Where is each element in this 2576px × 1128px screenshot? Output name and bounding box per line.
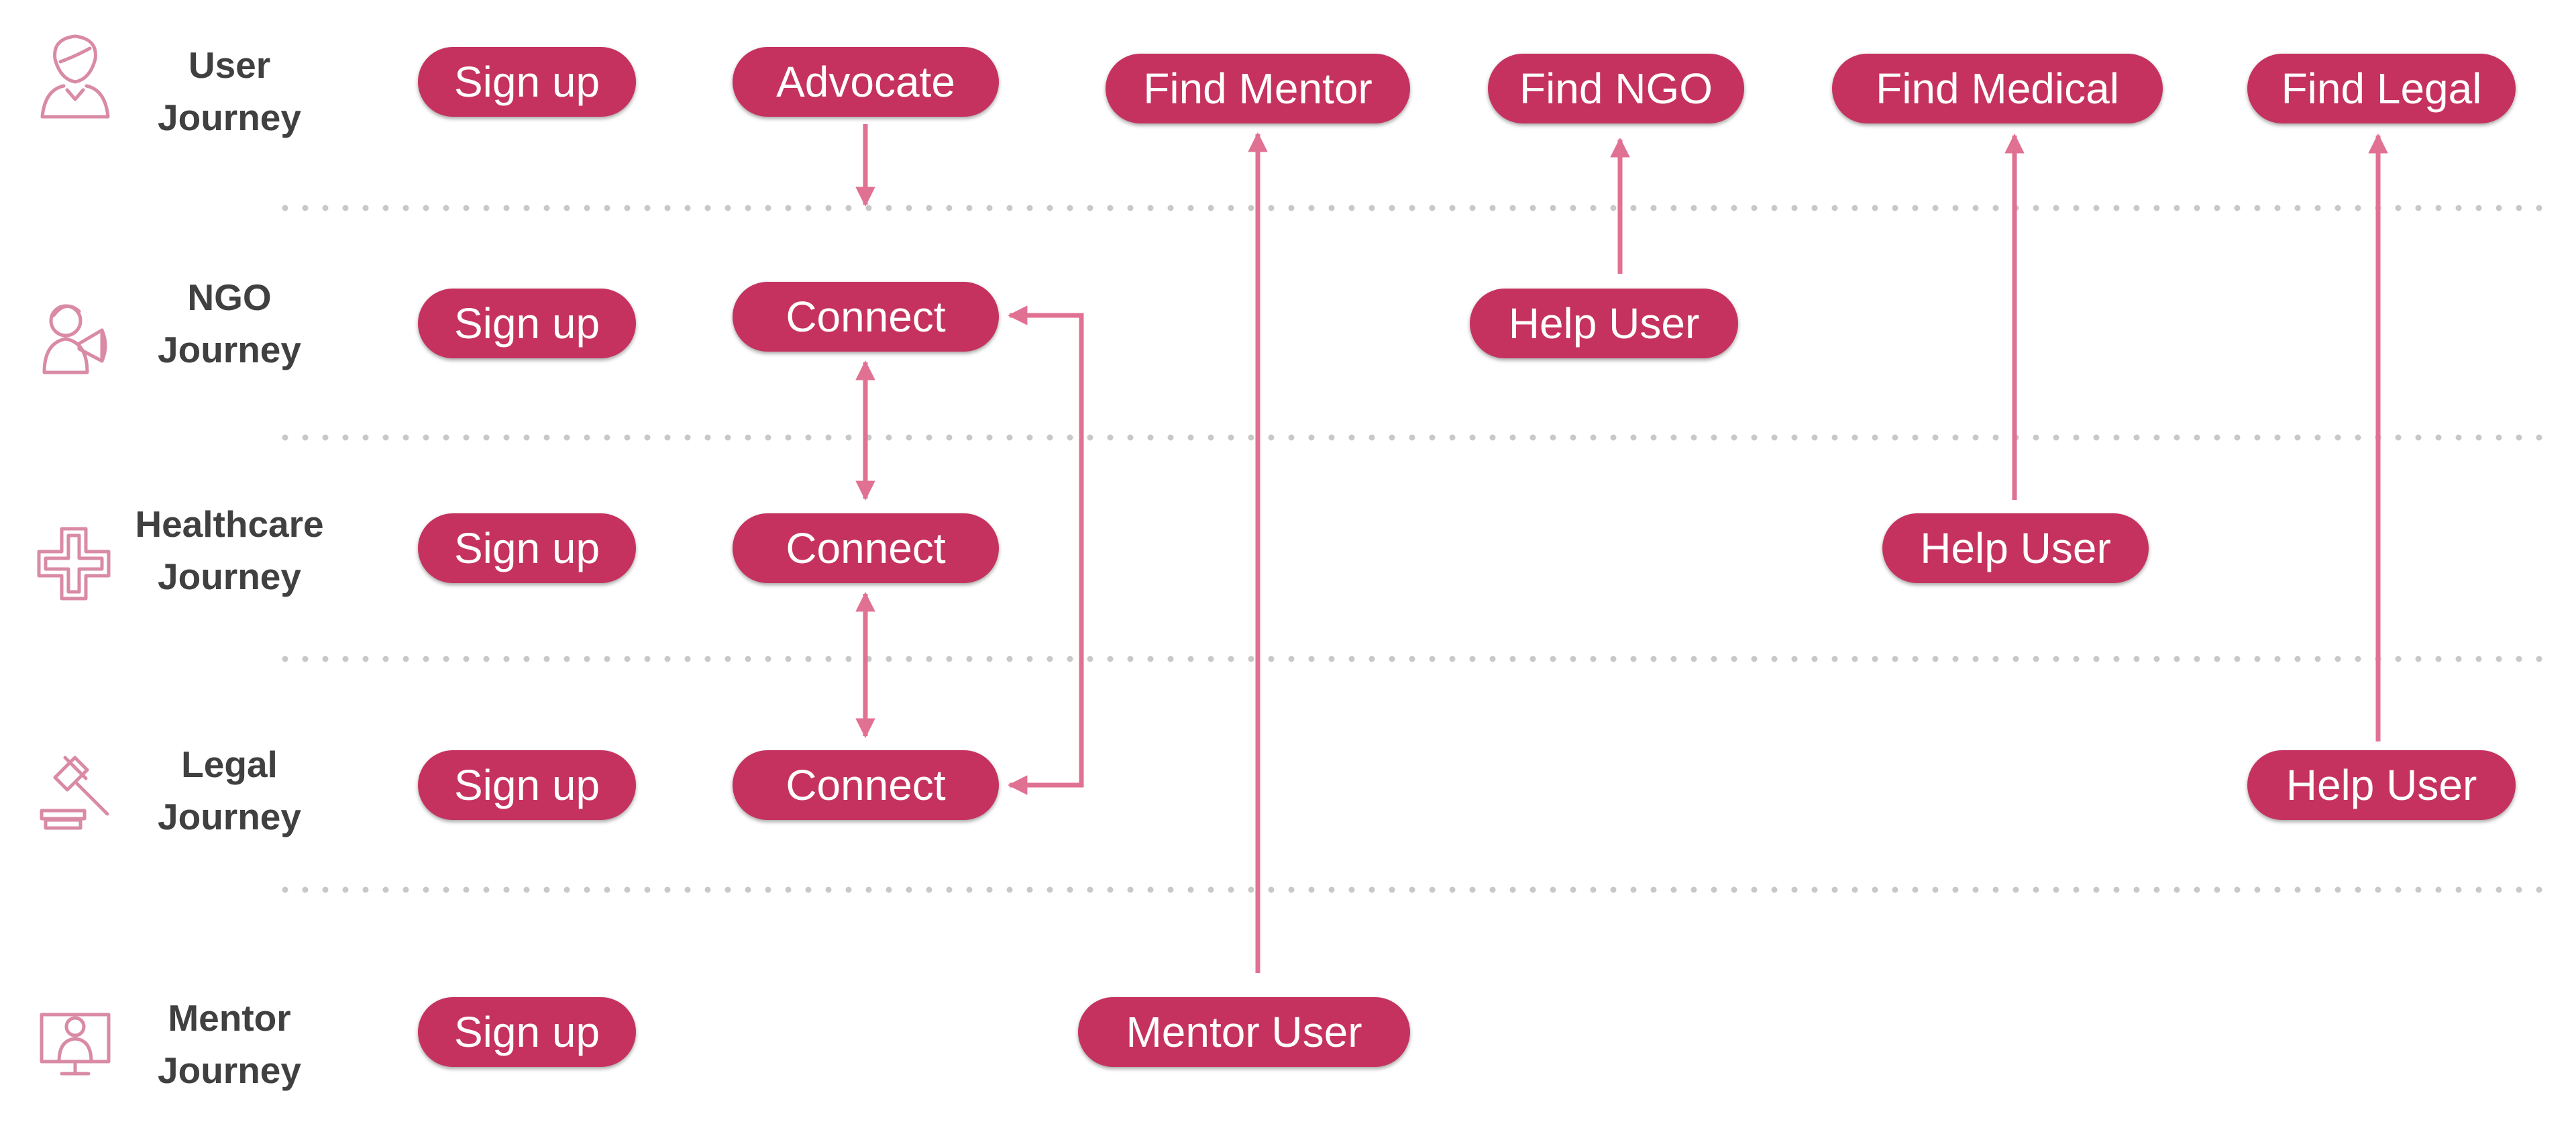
user-advocate-step[interactable]: Advocate xyxy=(733,47,999,117)
ngo-worker-megaphone-icon xyxy=(42,304,107,374)
role-label-line1: NGO xyxy=(187,276,272,318)
arrow-ngo-legal-connect xyxy=(1008,305,1084,795)
role-label-line2: Journey xyxy=(158,1049,301,1091)
healthcare-help-user-step[interactable]: Help User xyxy=(1882,513,2149,583)
mentor-screen-icon xyxy=(40,1013,111,1076)
user-signup-step[interactable]: Sign up xyxy=(418,47,636,117)
role-label-user: User Journey xyxy=(129,39,330,144)
gavel-icon xyxy=(40,756,109,830)
role-label-line2: Journey xyxy=(158,329,301,370)
user-find-ngo-step[interactable]: Find NGO xyxy=(1488,54,1744,123)
user-find-mentor-step[interactable]: Find Mentor xyxy=(1106,54,1410,123)
role-label-healthcare: Healthcare Journey xyxy=(129,498,330,603)
role-label-line1: Mentor xyxy=(168,997,291,1039)
mentor-mentor-user-step[interactable]: Mentor User xyxy=(1078,997,1410,1067)
legal-signup-step[interactable]: Sign up xyxy=(418,750,636,820)
medical-cross-icon xyxy=(37,527,111,601)
role-label-line1: Legal xyxy=(181,744,278,785)
woman-user-icon xyxy=(40,34,110,119)
healthcare-connect-step[interactable]: Connect xyxy=(733,513,999,583)
role-label-line1: Healthcare xyxy=(135,503,324,545)
role-label-ngo: NGO Journey xyxy=(129,271,330,376)
role-label-legal: Legal Journey xyxy=(129,738,330,843)
role-label-mentor: Mentor Journey xyxy=(129,992,330,1096)
legal-help-user-step[interactable]: Help User xyxy=(2247,750,2516,820)
user-find-medical-step[interactable]: Find Medical xyxy=(1832,54,2163,123)
role-label-line1: User xyxy=(188,44,271,86)
user-find-legal-step[interactable]: Find Legal xyxy=(2247,54,2516,123)
healthcare-signup-step[interactable]: Sign up xyxy=(418,513,636,583)
mentor-signup-step[interactable]: Sign up xyxy=(418,997,636,1067)
ngo-connect-step[interactable]: Connect xyxy=(733,282,999,352)
ngo-help-user-step[interactable]: Help User xyxy=(1470,289,1738,358)
role-label-line2: Journey xyxy=(158,556,301,597)
legal-connect-step[interactable]: Connect xyxy=(733,750,999,820)
role-label-line2: Journey xyxy=(158,97,301,138)
ngo-signup-step[interactable]: Sign up xyxy=(418,289,636,358)
role-label-line2: Journey xyxy=(158,796,301,837)
